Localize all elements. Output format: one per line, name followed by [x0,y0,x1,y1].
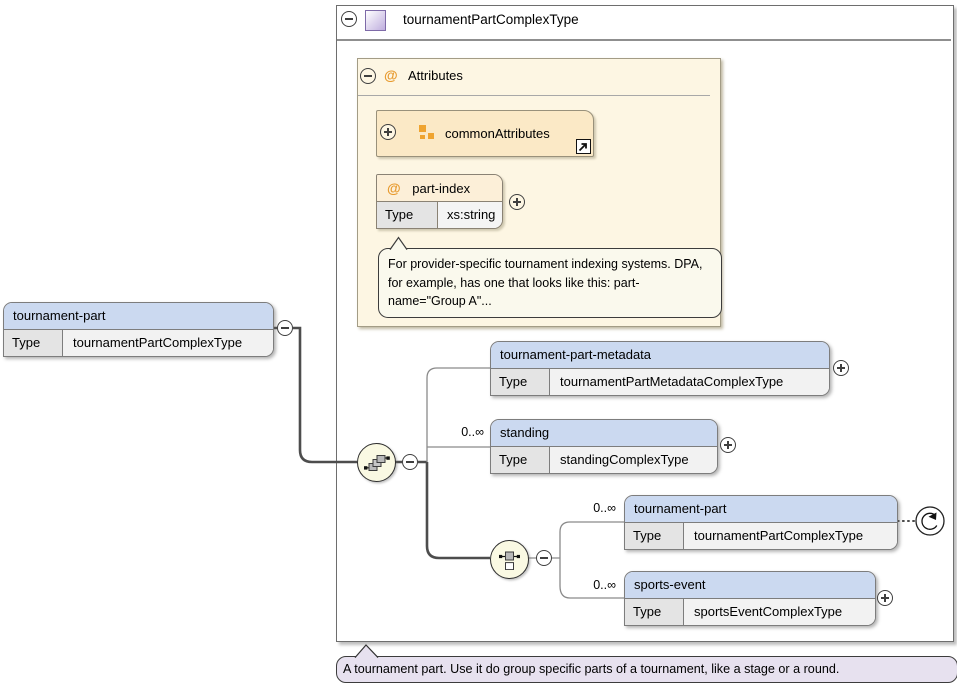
complex-type-icon [365,10,386,31]
element-name: tournament-part-metadata [491,342,829,369]
type-value: tournamentPartComplexType [684,523,897,549]
attribute-group-icon [418,125,434,141]
type-label: Type [625,523,684,549]
type-value: tournamentPartComplexType [63,330,273,356]
sequence-compositor-icon[interactable] [357,443,396,482]
cardinality-tournament-part: 0..∞ [593,501,616,515]
documentation-annotation: A tournament part. Use it do group speci… [336,656,957,683]
collapse-source-button[interactable] [277,320,293,336]
element-tournament-part-source[interactable]: tournament-part Type tournamentPartCompl… [3,302,274,357]
element-name: standing [491,420,717,447]
attribute-group-common-attributes[interactable]: commonAttributes [376,110,594,157]
collapse-sequence-button[interactable] [402,454,418,470]
type-value: xs:string [438,202,502,228]
element-standing[interactable]: standing Type standingComplexType [490,419,718,474]
element-name: tournament-part [625,496,897,523]
collapse-choice-button[interactable] [536,550,552,566]
expand-metadata-button[interactable] [833,360,849,376]
attribute-name: part-index [412,181,471,196]
expand-part-index-button[interactable] [509,194,525,210]
element-tournament-part-metadata[interactable]: tournament-part-metadata Type tournament… [490,341,830,396]
attributes-header-label: Attributes [408,68,463,83]
type-value: standingComplexType [550,447,717,473]
element-name: tournament-part [4,303,273,330]
external-reference-arrow-icon[interactable] [576,139,591,154]
type-value: tournamentPartMetadataComplexType [550,369,829,395]
element-name: sports-event [625,572,875,599]
element-tournament-part-recursive[interactable]: tournament-part Type tournamentPartCompl… [624,495,898,550]
type-label: Type [377,202,438,228]
type-label: Type [491,447,550,473]
element-sports-event[interactable]: sports-event Type sportsEventComplexType [624,571,876,626]
complex-type-title: tournamentPartComplexType [403,12,579,27]
attribute-part-index[interactable]: @ part-index Type xs:string [376,174,503,229]
type-value: sportsEventComplexType [684,599,875,625]
cardinality-sports-event: 0..∞ [593,578,616,592]
cardinality-standing: 0..∞ [461,425,484,439]
choice-compositor-icon[interactable] [490,540,529,579]
at-icon: @ [387,180,401,196]
collapse-root-button[interactable] [341,11,357,27]
type-label: Type [625,599,684,625]
part-index-documentation: For provider-specific tournament indexin… [378,248,722,318]
expand-sports-event-button[interactable] [877,590,893,606]
type-label: Type [491,369,550,395]
expand-standing-button[interactable] [720,437,736,453]
type-label: Type [4,330,63,356]
at-icon: @ [384,67,398,83]
header-separator [337,39,951,41]
expand-common-attributes-button[interactable] [380,124,396,140]
attribute-group-label: commonAttributes [445,126,550,141]
attributes-separator [358,95,710,96]
collapse-attributes-button[interactable] [360,68,376,84]
